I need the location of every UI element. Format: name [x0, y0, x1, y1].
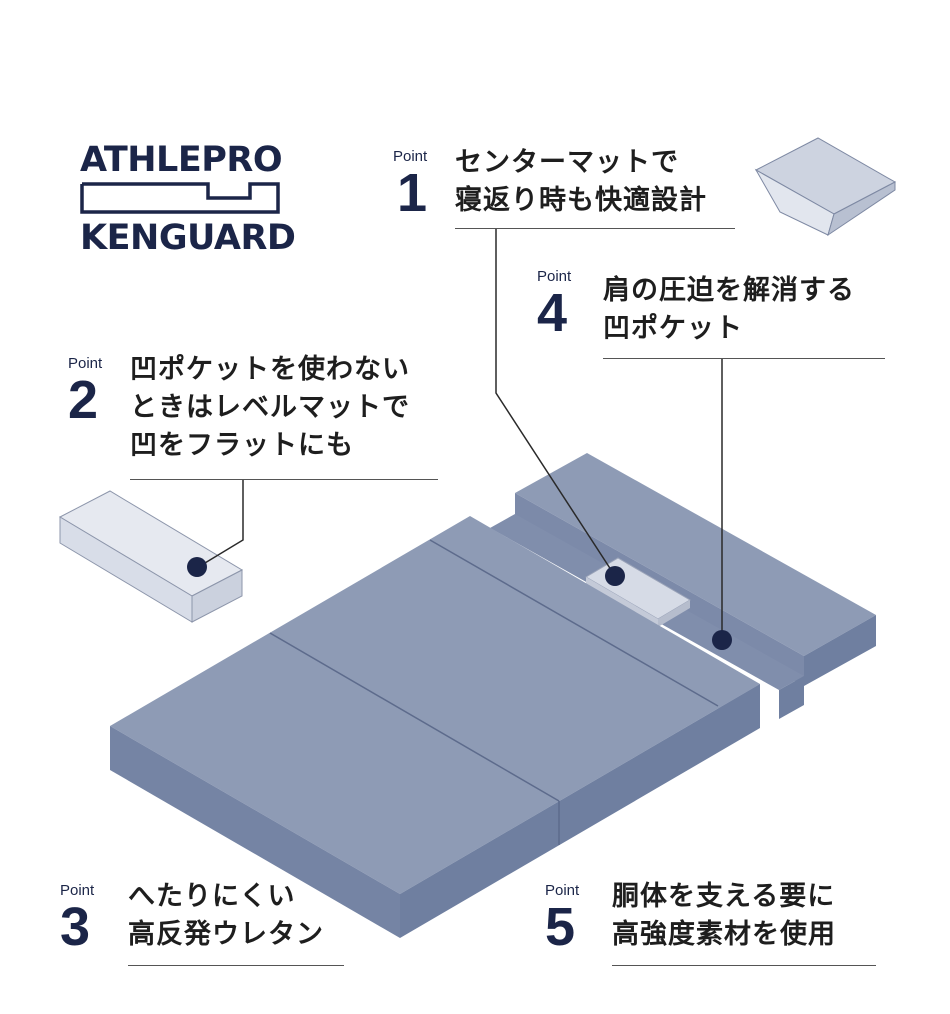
logo-text-top: ATHLEPRO: [80, 140, 283, 180]
point-1-line-2: 寝返り時も快適設計: [455, 185, 707, 216]
point-1-label: Point: [393, 148, 428, 165]
point-5-rule: [612, 965, 876, 966]
point-5-line-1: 胴体を支える要に: [612, 881, 836, 912]
marker-dot-point4: [712, 630, 732, 650]
point-1-rule: [455, 228, 735, 229]
point-2-label: Point: [68, 355, 103, 372]
point-5-line-2: 高強度素材を使用: [612, 919, 836, 950]
point-1-number: 1: [397, 163, 428, 223]
point-3-line-2: 高反発ウレタン: [128, 919, 324, 950]
point-2-number: 2: [68, 370, 99, 430]
point-2-text: 凹ポケットを使わない ときはレベルマットで 凹をフラットにも: [130, 351, 410, 465]
point-5-label: Point: [545, 882, 580, 899]
point-2-rule: [130, 479, 438, 480]
point-5-number: 5: [545, 897, 576, 957]
point-3-number: 3: [60, 897, 91, 957]
point-5-text: 胴体を支える要に 高強度素材を使用: [612, 878, 836, 954]
point-3-text: へたりにくい 高反発ウレタン: [128, 878, 324, 954]
point-4-number: 4: [537, 283, 568, 343]
marker-dot-point2: [187, 557, 207, 577]
point-4-line-2: 凹ポケット: [603, 313, 743, 344]
main-slab: [110, 516, 760, 938]
leader-lines: [199, 228, 723, 640]
point-2-line-1: 凹ポケットを使わない: [130, 354, 410, 385]
point-4-line-1: 肩の圧迫を解消する: [603, 275, 855, 306]
point-4-rule: [603, 358, 885, 359]
point-2-line-3: 凹をフラットにも: [130, 430, 354, 461]
wedge-piece: [754, 137, 897, 237]
brand-logo: ATHLEPRO KENGUARD: [80, 140, 296, 258]
point-4-text: 肩の圧迫を解消する 凹ポケット: [603, 272, 855, 348]
marker-dot-point1: [605, 566, 625, 586]
point-3-line-1: へたりにくい: [128, 881, 296, 912]
point-4-label: Point: [537, 268, 572, 285]
logo-text-bottom: KENGUARD: [80, 218, 296, 258]
point-3-rule: [128, 965, 344, 966]
point-2-line-2: ときはレベルマットで: [130, 392, 410, 423]
point-1-line-1: センターマットで: [455, 147, 679, 178]
point-3-label: Point: [60, 882, 95, 899]
logo-bracket-icon: [80, 182, 280, 214]
point-1-text: センターマットで 寝返り時も快適設計: [455, 144, 707, 220]
